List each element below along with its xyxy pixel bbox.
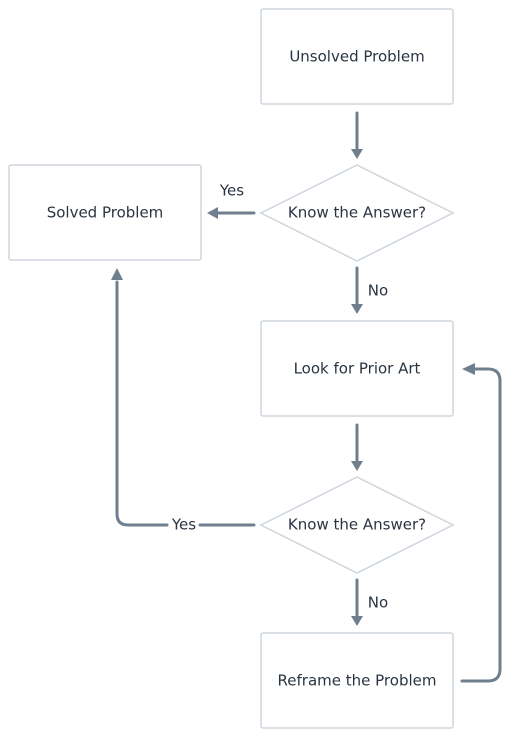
edge-know2-yes-to-solved: Yes [111, 268, 256, 534]
edge-label-yes-1: Yes [219, 182, 244, 200]
edge-label-yes-2: Yes [171, 516, 196, 534]
node-unsolved-problem: Unsolved Problem [260, 8, 454, 105]
arrowhead [207, 207, 218, 219]
node-look-for-prior-art: Look for Prior Art [260, 320, 454, 417]
edge-reframe-to-prior-art [460, 363, 502, 683]
edge-prior-art-to-know2 [351, 423, 363, 471]
edge-label-no-1: No [368, 282, 388, 300]
arrowhead [351, 461, 363, 471]
node-know-answer-2-label: Know the Answer? [288, 516, 426, 534]
node-reframe-problem: Reframe the Problem [260, 632, 454, 729]
node-know-answer-1-label: Know the Answer? [288, 204, 426, 222]
arrowhead [462, 363, 475, 375]
node-solved-problem-label: Solved Problem [47, 204, 164, 222]
edge-know1-yes-to-solved: Yes [207, 182, 256, 219]
node-look-for-prior-art-label: Look for Prior Art [294, 360, 421, 378]
node-reframe-problem-label: Reframe the Problem [278, 672, 437, 690]
node-know-answer-2: Know the Answer? [259, 476, 455, 574]
node-unsolved-problem-label: Unsolved Problem [289, 48, 424, 66]
arrowhead [351, 149, 363, 159]
node-solved-problem: Solved Problem [8, 164, 202, 261]
edge-know2-no-to-reframe: No [351, 578, 388, 626]
edge-know1-no-to-prior-art: No [351, 266, 388, 314]
edge-unsolved-to-know1 [351, 111, 363, 159]
edge-label-no-2: No [368, 594, 388, 612]
arrowhead [351, 304, 363, 314]
arrowhead [351, 616, 363, 626]
node-know-answer-1: Know the Answer? [259, 164, 455, 262]
arrowhead [111, 268, 123, 280]
